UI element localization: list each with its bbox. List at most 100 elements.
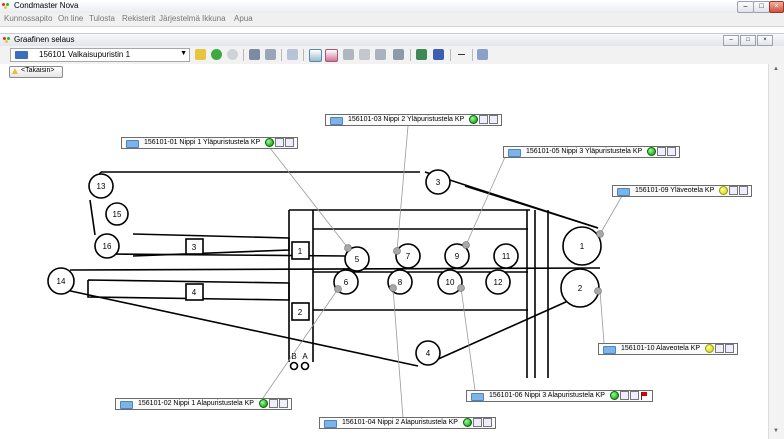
roll-label: 1 [580, 242, 585, 251]
close-button[interactable]: × [769, 1, 784, 13]
tag-156101-09[interactable]: 156101-09 Yläveotela KP [612, 185, 753, 197]
roll-14 [47, 267, 75, 295]
roll-15 [105, 202, 129, 226]
roll-label: 14 [57, 277, 66, 286]
refresh-icon[interactable] [416, 49, 427, 60]
trend-icon[interactable] [472, 418, 482, 427]
download-icon[interactable] [482, 418, 492, 427]
download-icon[interactable] [667, 147, 677, 156]
frame-label: 3 [192, 243, 197, 252]
scroll-down-icon[interactable]: ▼ [773, 428, 779, 434]
menu-on-line[interactable]: On line [58, 14, 84, 23]
edit-icon[interactable] [287, 49, 298, 60]
measuring-point[interactable] [389, 284, 397, 292]
layout-icon[interactable] [477, 49, 488, 60]
subwindow-icon [3, 37, 12, 43]
trend-icon[interactable] [619, 391, 629, 400]
download-icon[interactable] [489, 115, 499, 124]
folder-icon [324, 420, 337, 428]
scroll-up-icon[interactable]: ▲ [773, 66, 779, 72]
folder-icon [508, 149, 521, 157]
status-ok-icon [462, 418, 472, 427]
menu-ikkuna[interactable]: Ikkuna [202, 14, 226, 23]
status-ok-icon [258, 399, 268, 408]
trend-icon[interactable] [729, 186, 739, 195]
folder-icon [603, 346, 616, 354]
tag-156101-10[interactable]: 156101-10 Alaveotela KP [598, 343, 738, 355]
subwindow-minimize-button[interactable]: – [723, 35, 739, 46]
tag-156101-03[interactable]: 156101-03 Nippi 2 Yläpuristustela KP [325, 114, 503, 126]
roll-13 [88, 173, 114, 199]
print-preview-icon[interactable] [265, 49, 276, 60]
tag-156101-02[interactable]: 156101-02 Nippi 1 Alapuristustela KP [115, 398, 292, 410]
status-ok-icon [647, 147, 657, 156]
back-button[interactable]: <Takaisin> [9, 66, 63, 78]
download-icon[interactable] [278, 399, 288, 408]
folder-icon [617, 188, 630, 196]
download-icon[interactable] [375, 49, 386, 60]
info-icon[interactable] [433, 49, 444, 60]
minus-icon[interactable] [456, 49, 467, 60]
report-icon[interactable] [359, 49, 370, 60]
spectrum-icon[interactable] [325, 49, 338, 62]
roll-label: 11 [502, 252, 511, 261]
trend-icon[interactable] [309, 49, 322, 62]
chevron-down-icon[interactable]: ▼ [180, 50, 187, 57]
measuring-point[interactable] [334, 285, 342, 293]
toolbar: 156101 Valkaisupuristin 1 ▼ [0, 46, 784, 65]
roll-1 [562, 226, 602, 266]
folder-icon [120, 401, 133, 409]
trend-icon[interactable] [714, 344, 724, 353]
frame-label: 4 [192, 288, 197, 297]
roll-label: 13 [97, 182, 106, 191]
measuring-point[interactable] [596, 230, 604, 238]
menu-rekisterit[interactable]: Rekisterit [122, 14, 156, 23]
trend-icon[interactable] [275, 138, 285, 147]
menu-tulosta[interactable]: Tulosta [89, 14, 115, 23]
print-icon[interactable] [249, 49, 260, 60]
frame-box-3 [185, 238, 204, 255]
side-label-a: A [302, 352, 308, 361]
tag-156101-05[interactable]: 156101-05 Nippi 3 Yläpuristustela KP [503, 146, 681, 158]
tag-156101-04[interactable]: 156101-04 Nippi 2 Alapuristustela KP [319, 417, 496, 429]
menu-jarjestelma[interactable]: Järjestelmä [159, 14, 200, 23]
subwindow-restore-button[interactable]: □ [740, 35, 756, 46]
forward-icon[interactable] [211, 49, 222, 60]
trend-icon[interactable] [479, 115, 489, 124]
frame-box-1 [291, 241, 310, 260]
download-icon[interactable] [285, 138, 295, 147]
tag-156101-06[interactable]: 156101-06 Nippi 3 Alapuristustela KP [466, 390, 653, 402]
roll-10 [437, 269, 463, 295]
roll-12 [485, 269, 511, 295]
folder-icon [126, 140, 139, 148]
measuring-point[interactable] [457, 284, 465, 292]
measuring-point[interactable] [462, 241, 470, 249]
download-icon[interactable] [629, 391, 639, 400]
menu-bar: Kunnossapito On line Tulosta Rekisterit … [0, 13, 784, 27]
list-icon[interactable] [343, 49, 354, 60]
measuring-point[interactable] [393, 247, 401, 255]
status-ok-icon [265, 138, 275, 147]
measuring-point[interactable] [594, 287, 602, 295]
trend-icon[interactable] [657, 147, 667, 156]
copy-icon[interactable] [393, 49, 404, 60]
roll-label: 15 [113, 210, 122, 219]
folder-icon [471, 393, 484, 401]
vertical-scrollbar[interactable]: ▲ ▼ [768, 64, 784, 439]
toolbar-separator [281, 49, 282, 61]
flag-icon[interactable] [639, 391, 649, 400]
download-icon[interactable] [724, 344, 734, 353]
machine-select[interactable]: 156101 Valkaisupuristin 1 ▼ [10, 48, 190, 62]
download-icon[interactable] [739, 186, 749, 195]
toolbar-separator [472, 49, 473, 61]
menu-kunnossapito[interactable]: Kunnossapito [4, 14, 53, 23]
measuring-point[interactable] [344, 244, 352, 252]
subwindow-close-button[interactable]: × [757, 35, 773, 46]
trend-icon[interactable] [268, 399, 278, 408]
roll-label: 10 [446, 278, 455, 287]
subwindow-title: Graafinen selaus [14, 35, 75, 44]
tag-156101-01[interactable]: 156101-01 Nippi 1 Yläpuristustela KP [121, 137, 299, 149]
up-level-icon[interactable] [195, 49, 206, 60]
menu-apua[interactable]: Apua [234, 14, 253, 23]
back-icon[interactable] [227, 49, 238, 60]
